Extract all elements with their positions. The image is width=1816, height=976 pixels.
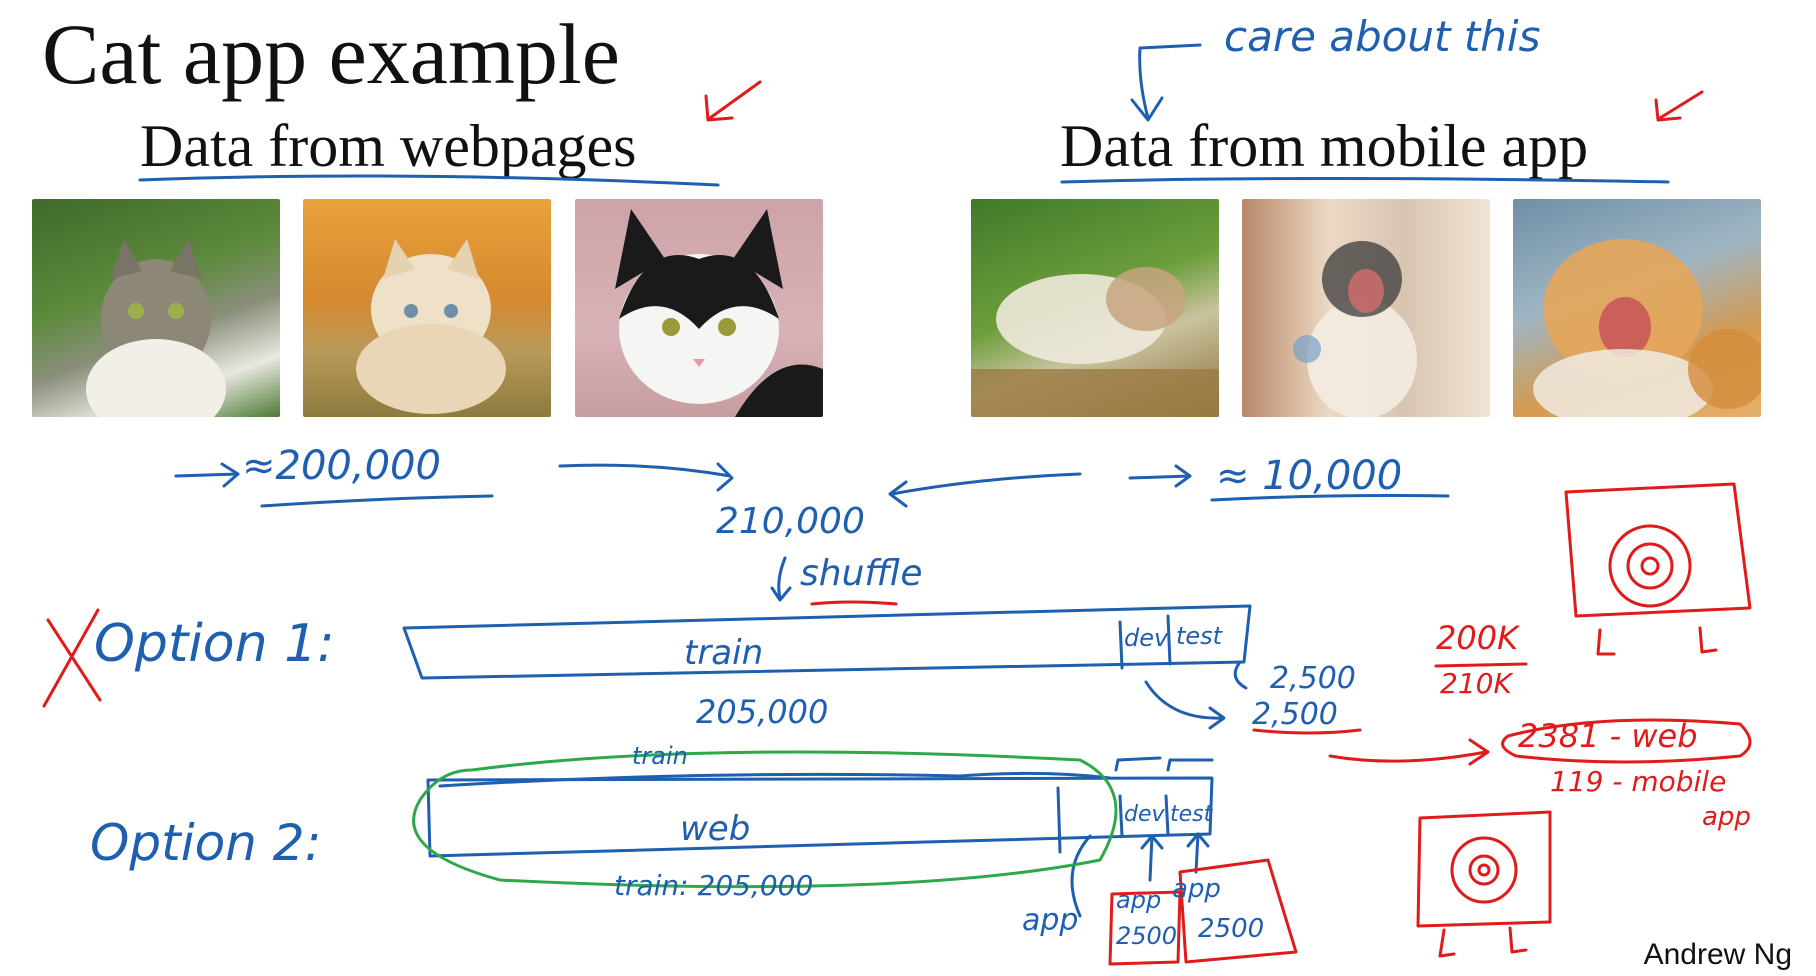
cat-photo-mobile-2 (1242, 199, 1490, 417)
option2-train-word: train (632, 742, 688, 770)
option2-label: Option 2: (90, 814, 322, 872)
heading-webpages: Data from webpages (140, 113, 637, 179)
option1-test-label: test (1176, 622, 1223, 650)
mobile-count-note: 119 - mobile (1550, 765, 1727, 798)
option1-dev-size: 2,500 (1252, 697, 1338, 732)
option1-label: Option 1: (94, 614, 335, 674)
ratio-denominator: 210K (1440, 667, 1512, 700)
shuffle-label: shuffle (800, 553, 923, 594)
cat-photo-web-3 (575, 199, 823, 417)
option1-train-size: 205,000 (696, 693, 829, 731)
author-credit: Andrew Ng (1643, 938, 1792, 971)
option2-dev-app-size: 2500 (1116, 922, 1178, 950)
slide-title: Cat app example (42, 6, 620, 102)
option2-app-label: app (1022, 903, 1079, 938)
web-count-label: ≈200,000 (242, 443, 441, 489)
total-count-label: 210,000 (716, 501, 865, 542)
option2-dev-app-label: app (1116, 886, 1162, 914)
option2-train-size: train: 205,000 (614, 869, 814, 902)
option2-test-app-label: app (1172, 874, 1221, 904)
option2-test-label: test (1170, 802, 1213, 827)
cat-photo-web-2 (303, 199, 551, 417)
option2-dev-label: dev (1124, 802, 1165, 827)
mobile-count-note-suffix: app (1702, 802, 1751, 832)
option1-train-label: train (684, 633, 764, 673)
option2-test-app-size: 2500 (1198, 914, 1265, 944)
ratio-numerator: 200K (1436, 619, 1519, 657)
option1-dev-label: dev (1124, 624, 1169, 652)
mobile-count-label: ≈ 10,000 (1216, 453, 1403, 499)
heading-mobile-app: Data from mobile app (1060, 113, 1589, 179)
option2-web-label: web (680, 809, 751, 849)
cat-photo-web-1 (32, 199, 280, 417)
option1-test-size: 2,500 (1270, 661, 1356, 696)
care-about-this-note: care about this (1224, 12, 1541, 61)
cat-photo-mobile-3 (1513, 199, 1761, 417)
cat-photo-mobile-1 (971, 199, 1219, 417)
web-count-note: 2381 - web (1518, 717, 1698, 755)
